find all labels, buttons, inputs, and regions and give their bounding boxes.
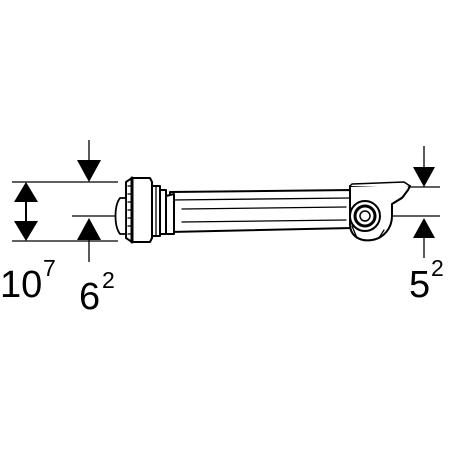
arrow-up-head [14, 182, 38, 202]
dimension-right-sup: 2 [431, 255, 444, 281]
outlet-core [359, 210, 371, 222]
dimension-left-sup: 7 [43, 255, 56, 281]
dimension-middle-base: 6 [79, 276, 100, 318]
right-arrows [413, 146, 435, 258]
arrow-up-head [77, 218, 101, 240]
dimension-left: 10 7 [0, 255, 56, 306]
dimension-right-base: 5 [409, 264, 430, 306]
dimension-middle-sup: 2 [102, 267, 115, 293]
dimension-right: 5 2 [409, 255, 444, 306]
dimension-middle: 6 2 [79, 267, 115, 318]
pipe-assembly [114, 176, 411, 244]
arrow-down-head [77, 160, 101, 182]
collar-ring-3 [165, 193, 175, 235]
middle-arrows [77, 140, 101, 262]
arrow-down-head [14, 221, 38, 241]
arrow-down-head [413, 167, 435, 187]
arrow-up-head [413, 218, 435, 238]
left-double-arrow [14, 182, 38, 241]
dimension-left-base: 10 [0, 264, 42, 306]
tube-body [169, 189, 353, 233]
